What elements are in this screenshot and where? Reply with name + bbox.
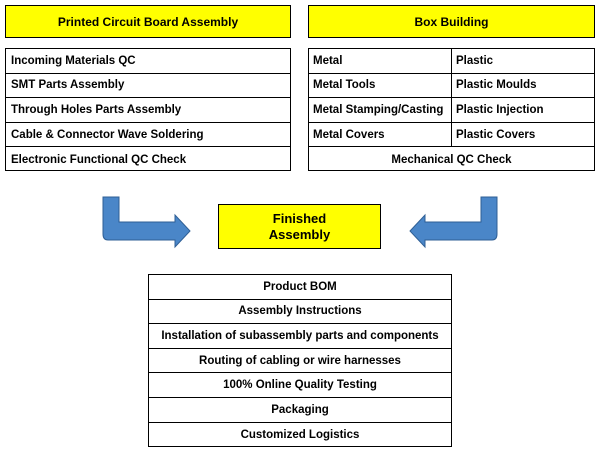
pcb-assembly-header: Printed Circuit Board Assembly: [5, 5, 291, 38]
pcb-assembly-title: Printed Circuit Board Assembly: [57, 14, 239, 29]
list-item-label: Assembly Instructions: [238, 305, 362, 318]
list-item-label: Customized Logistics: [240, 428, 360, 441]
table-cell: Metal: [309, 49, 452, 73]
list-item: Packaging: [149, 398, 451, 423]
list-item: Customized Logistics: [149, 423, 451, 448]
list-item: Electronic Functional QC Check: [6, 147, 290, 172]
list-item: Product BOM: [149, 275, 451, 300]
list-item-label: Incoming Materials QC: [11, 54, 136, 67]
box-building-title: Box Building: [414, 14, 489, 29]
finished-line-1: Finished: [272, 210, 327, 226]
list-item: Incoming Materials QC: [6, 49, 290, 74]
mechanical-qc-label: Mechanical QC Check: [391, 153, 512, 166]
finished-line-2: Assembly: [268, 226, 331, 242]
table-row: Metal Covers Plastic Covers: [309, 122, 594, 148]
list-item-label: 100% Online Quality Testing: [223, 379, 377, 392]
table-cell: Plastic Injection: [456, 103, 544, 116]
table-cell: Metal Stamping/Casting: [309, 98, 452, 122]
list-item: Through Holes Parts Assembly: [6, 98, 290, 123]
table-cell: Plastic Covers: [456, 128, 536, 141]
list-item-label: Through Holes Parts Assembly: [11, 103, 182, 116]
list-item-label: SMT Parts Assembly: [11, 79, 125, 92]
table-cell: Metal Covers: [309, 122, 452, 147]
table-row: Metal Stamping/Casting Plastic Injection: [309, 98, 594, 123]
list-item-label: Product BOM: [263, 280, 337, 293]
left-bend-arrow-icon: [102, 196, 191, 249]
table-row: Metal Tools Plastic Moulds: [309, 73, 594, 99]
list-item: Installation of subassembly parts and co…: [149, 324, 451, 349]
list-item: 100% Online Quality Testing: [149, 373, 451, 398]
list-item-label: Routing of cabling or wire harnesses: [199, 354, 401, 367]
pcb-steps-list: Incoming Materials QC SMT Parts Assembly…: [5, 48, 291, 171]
mechanical-qc-row: Mechanical QC Check: [309, 147, 594, 172]
table-row: Metal Plastic: [309, 49, 594, 74]
box-building-table: Metal Plastic Metal Tools Plastic Moulds…: [308, 48, 595, 171]
list-item: SMT Parts Assembly: [6, 74, 290, 99]
list-item-label: Cable & Connector Wave Soldering: [11, 128, 204, 141]
table-cell: Plastic: [456, 54, 494, 67]
box-building-header: Box Building: [308, 5, 595, 38]
list-item-label: Installation of subassembly parts and co…: [161, 329, 439, 342]
finished-assembly-box: Finished Assembly: [218, 204, 381, 249]
table-cell: Plastic Moulds: [456, 79, 537, 92]
right-bend-arrow-icon: [409, 196, 498, 249]
assembly-steps-list: Product BOM Assembly Instructions Instal…: [148, 274, 452, 447]
list-item: Assembly Instructions: [149, 300, 451, 325]
list-item: Routing of cabling or wire harnesses: [149, 349, 451, 374]
list-item-label: Packaging: [271, 403, 329, 416]
list-item-label: Electronic Functional QC Check: [11, 153, 187, 166]
table-cell: Metal Tools: [309, 73, 452, 98]
list-item: Cable & Connector Wave Soldering: [6, 123, 290, 148]
